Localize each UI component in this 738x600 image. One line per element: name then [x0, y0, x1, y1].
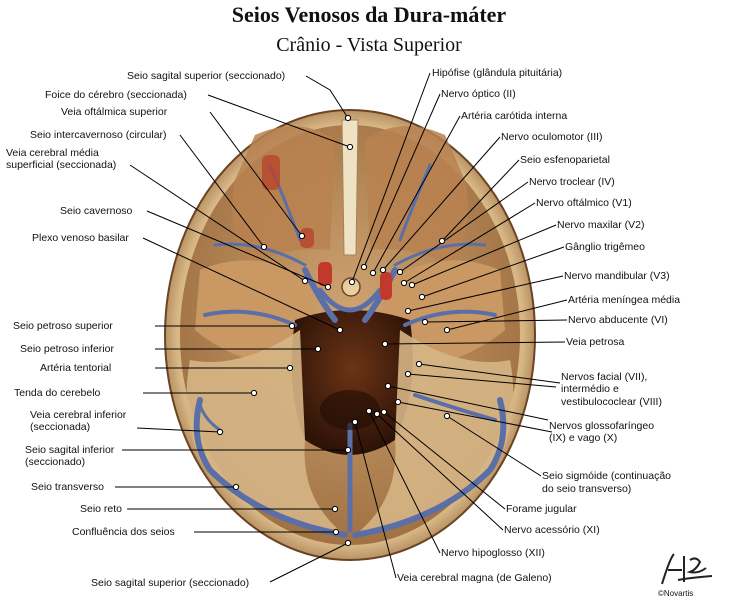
label-superior-ophthalmic-vein: Veia oftálmica superior [61, 106, 168, 118]
label-hypoglossal-nerve: Nervo hipoglosso (XII) [441, 547, 545, 559]
label-tentorium: Tenda do cerebelo [14, 387, 101, 399]
carotid-left [318, 262, 332, 286]
label-tentorial-artery: Artéria tentorial [40, 362, 112, 374]
label-inferior-petrosal-sinus: Seio petroso inferior [20, 343, 114, 355]
label-sphenoparietal-sinus: Seio esfenoparietal [520, 154, 610, 166]
label-pituitary: Hipófise (glândula pituitária) [432, 67, 563, 79]
label-inferior-cerebral-vein-1: Veia cerebral inferior [30, 409, 127, 421]
signature-credit: ©Novartis [658, 589, 694, 598]
sigmoid-right [413, 393, 497, 422]
label-straight-sinus: Seio reto [80, 503, 123, 515]
label-trochlear-nerve: Nervo troclear (IV) [529, 176, 615, 188]
figure-title: Seios Venosos da Dura-máter [231, 2, 507, 27]
carotid-right [380, 272, 392, 300]
label-optic-nerve: Nervo óptico (II) [441, 88, 516, 100]
label-sigmoid-sinus-1: Seio sigmóide (continuação [542, 470, 671, 482]
label-trigeminal-ganglion: Gânglio trigêmeo [565, 241, 645, 253]
label-basilar-plexus: Plexo venoso basilar [32, 232, 129, 244]
foramen-magnum [320, 390, 380, 430]
pituitary [341, 277, 361, 297]
artist-signature [661, 553, 713, 585]
label-falx-cerebri: Foice do cérebro (seccionada) [45, 89, 187, 101]
superior-petrosal-right [403, 309, 497, 327]
label-superficial-middle-cerebral-vein-2: superficial (seccionada) [6, 159, 117, 171]
basilar-plexus [317, 287, 383, 313]
label-middle-meningeal-artery: Artéria meníngea média [568, 294, 681, 306]
superior-petrosal-left [203, 309, 297, 327]
label-abducent-nerve: Nervo abducente (VI) [568, 314, 668, 326]
label-superior-sagittal-sinus-bottom: Seio sagital superior (seccionado) [91, 577, 250, 589]
label-mandibular-nerve: Nervo mandibular (V3) [564, 270, 670, 282]
cavernous-sinus-right [362, 267, 398, 323]
label-facial-nerves-2: intermédio e [561, 383, 619, 395]
sphenoparietal-left [213, 242, 307, 267]
label-ophthalmic-nerve: Nervo oftálmico (V1) [536, 197, 632, 209]
falx-cerebri [341, 119, 359, 256]
leader-lines-left [115, 75, 351, 583]
orbit-vessel-right [300, 228, 314, 248]
marker-dots [216, 114, 451, 547]
label-sigmoid-sinus-2: do seio transverso) [542, 483, 632, 495]
label-jugular-foramen: Forame jugular [506, 503, 577, 515]
figure-subtitle: Crânio - Vista Superior [276, 34, 462, 56]
leader-lines-right [351, 72, 568, 579]
label-maxillary-nerve: Nervo maxilar (V2) [557, 219, 645, 231]
transverse-sinus-left [193, 397, 348, 538]
label-oculomotor-nerve: Nervo oculomotor (III) [501, 131, 603, 143]
inferior-cerebral-left [198, 403, 222, 432]
label-superficial-middle-cerebral-vein-1: Veia cerebral média [6, 147, 99, 159]
label-inferior-cerebral-vein-2: (seccionada) [30, 421, 91, 433]
orbit-vessel-left [262, 155, 280, 190]
label-inferior-sagittal-sinus-1: Seio sagital inferior [25, 444, 115, 456]
label-great-cerebral-vein: Veia cerebral magna (de Galeno) [397, 572, 552, 584]
label-facial-nerves-3: vestibulococlear (VIII) [561, 396, 662, 408]
ophthalmic-vein-right [398, 163, 432, 242]
label-superior-petrosal-sinus: Seio petroso superior [13, 320, 113, 332]
label-accessory-nerve: Nervo acessório (XI) [504, 524, 600, 536]
transverse-sinus-right [352, 397, 507, 538]
label-superior-sagittal-sinus-top: Seio sagital superior (seccionado) [127, 70, 286, 82]
label-inferior-sagittal-sinus-2: (seccionado) [25, 456, 86, 468]
label-intercavernous-sinus: Seio intercavernoso (circular) [30, 129, 167, 141]
label-internal-carotid: Artéria carótida interna [461, 110, 568, 122]
label-petrosal-vein: Veia petrosa [566, 336, 625, 348]
label-facial-nerves-1: Nervos facial (VII), [561, 371, 648, 383]
label-glossopharyngeal-vagus-2: (IX) e vago (X) [549, 432, 618, 444]
sphenoparietal-right [393, 242, 487, 267]
label-transverse-sinus: Seio transverso [31, 481, 104, 493]
label-glossopharyngeal-vagus-1: Nervos glossofaríngeo [549, 420, 655, 432]
cavernous-sinus-left [302, 267, 338, 323]
label-cavernous-sinus: Seio cavernoso [60, 205, 133, 217]
label-confluence-of-sinuses: Confluência dos seios [72, 526, 175, 538]
